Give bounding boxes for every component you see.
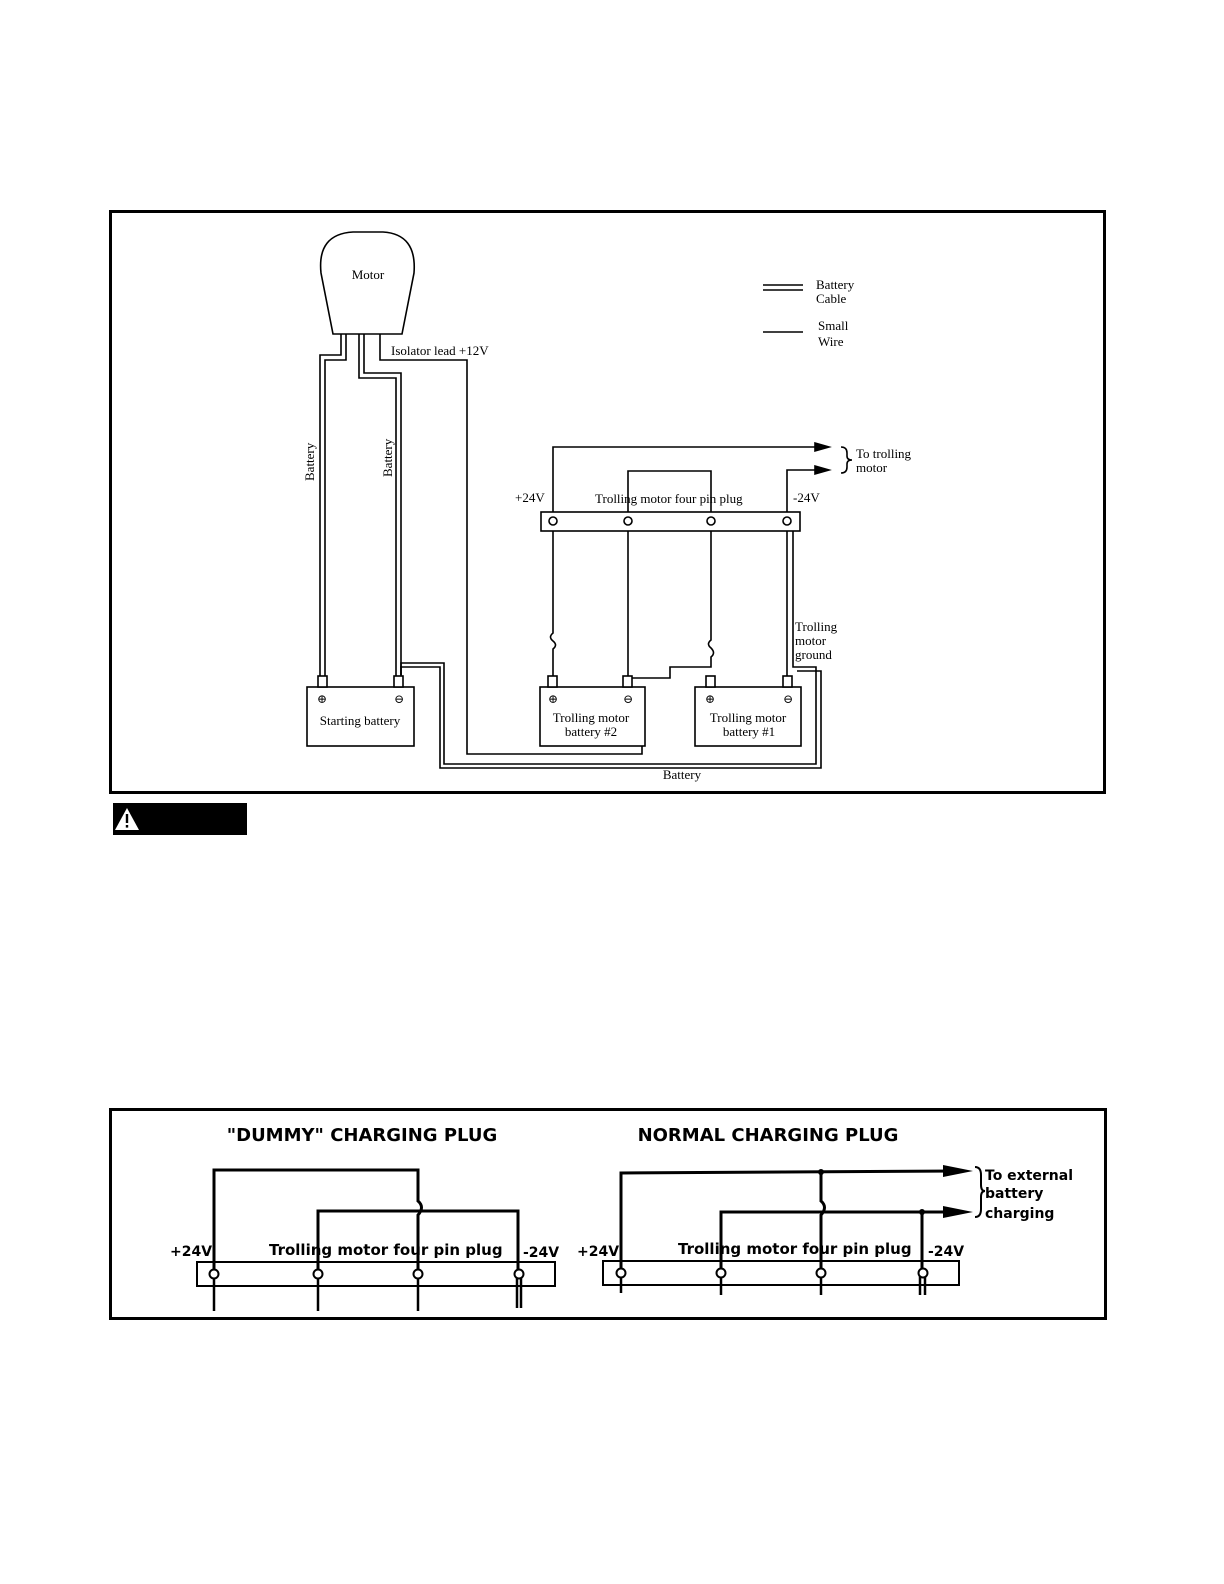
external-charging-label-3: charging <box>985 1206 1054 1222</box>
normal-minus24-label: -24V <box>928 1244 964 1260</box>
charging-plug-svg: "DUMMY" CHARGING PLUG NORMAL CHARGING PL… <box>170 1125 1073 1311</box>
plug-pin-3 <box>706 516 716 526</box>
warning-icon <box>115 808 139 830</box>
legend-wire-label-2: Wire <box>818 334 844 349</box>
motor-label: Motor <box>352 267 385 282</box>
normal-wire-plus <box>619 1169 959 1271</box>
to-trolling-label-2: motor <box>856 460 888 475</box>
brace <box>840 446 853 474</box>
dummy-jumper-inner <box>316 1209 520 1271</box>
trolling-battery-2 <box>539 686 646 747</box>
dummy-minus24-label: -24V <box>523 1245 559 1261</box>
to-trolling-label-1: To trolling <box>856 446 912 461</box>
normal-plus24-label: +24V <box>577 1244 619 1260</box>
bottom-battery-label: Battery <box>663 767 702 782</box>
tm1-label-1: Trolling motor <box>710 710 787 725</box>
cable-motor-to-battery-minus <box>358 334 402 677</box>
starting-battery-plus-symbol: ⊕ <box>317 692 327 706</box>
plug-pin-2 <box>623 516 633 526</box>
legend-cable-label-1: Battery <box>816 277 855 292</box>
wire-plus24 <box>549 446 818 677</box>
tm2-minus-symbol: ⊖ <box>623 692 633 706</box>
four-pin-plug <box>540 511 801 532</box>
legend-cable-label-2: Cable <box>816 291 847 306</box>
normal-pins <box>619 1271 927 1295</box>
cable-starting-to-trolling-ground <box>400 531 822 769</box>
ground-label-3: ground <box>795 647 832 662</box>
dummy-jumper-outer <box>212 1168 423 1271</box>
normal-plug-title: NORMAL CHARGING PLUG <box>638 1125 899 1146</box>
normal-plug-body <box>602 1260 960 1286</box>
dummy-plug-title: "DUMMY" CHARGING PLUG <box>227 1125 498 1146</box>
normal-arrow-1 <box>943 1165 973 1177</box>
dummy-plus24-label: +24V <box>170 1244 212 1260</box>
series-link <box>627 531 715 689</box>
normal-wire-minus <box>719 1210 958 1271</box>
arrow-to-trolling-1 <box>814 441 832 453</box>
wiring-diagram-svg: Motor Isolator lead +12V Battery Cable S… <box>302 231 912 782</box>
plug-pin-1 <box>548 516 558 526</box>
charging-plug-diagram: "DUMMY" CHARGING PLUG NORMAL CHARGING PL… <box>109 1108 1107 1320</box>
minus24-label: -24V <box>793 490 820 505</box>
plug-pin-4 <box>782 516 792 526</box>
external-charging-label-1: To external <box>985 1168 1073 1184</box>
external-charging-label-2: battery <box>985 1186 1043 1202</box>
pin-jumper <box>627 470 712 521</box>
tm2-label-1: Trolling motor <box>553 710 630 725</box>
normal-wire-pin3 <box>819 1172 826 1271</box>
normal-pin-circles <box>615 1267 929 1279</box>
arrow-to-trolling-2 <box>814 464 832 476</box>
tm1-plus-symbol: ⊕ <box>705 692 715 706</box>
dummy-plug-label: Trolling motor four pin plug <box>269 1241 503 1259</box>
battery-lead-left-label: Battery <box>302 442 317 481</box>
normal-plug-label: Trolling motor four pin plug <box>678 1240 912 1258</box>
isolator-label: Isolator lead +12V <box>391 343 489 358</box>
wire-minus24 <box>786 469 818 521</box>
plug-label: Trolling motor four pin plug <box>595 491 743 506</box>
tm1-minus-symbol: ⊖ <box>783 692 793 706</box>
legend-wire-label-1: Small <box>818 318 849 333</box>
starting-battery <box>306 686 415 747</box>
trolling-battery-1 <box>694 686 802 747</box>
external-brace <box>974 1166 986 1218</box>
wiring-diagram: Motor Isolator lead +12V Battery Cable S… <box>109 210 1106 794</box>
motor-housing <box>319 231 416 335</box>
ground-label-2: motor <box>795 633 827 648</box>
tm1-label-2: battery #1 <box>723 724 775 739</box>
dummy-pins <box>212 1271 523 1311</box>
tm2-label-2: battery #2 <box>565 724 617 739</box>
cable-motor-to-battery-plus <box>319 334 347 677</box>
legend-cable-line <box>763 284 803 291</box>
ground-label-1: Trolling <box>795 619 838 634</box>
starting-battery-label: Starting battery <box>320 713 401 728</box>
plus24-label: +24V <box>515 490 545 505</box>
tm2-plus-symbol: ⊕ <box>548 692 558 706</box>
dummy-plug-body <box>196 1261 556 1287</box>
normal-arrow-2 <box>943 1206 973 1218</box>
dummy-pin-circles <box>208 1268 525 1280</box>
starting-battery-minus-symbol: ⊖ <box>394 692 404 706</box>
battery-lead-right-label: Battery <box>380 438 395 477</box>
warning-label <box>113 803 247 835</box>
